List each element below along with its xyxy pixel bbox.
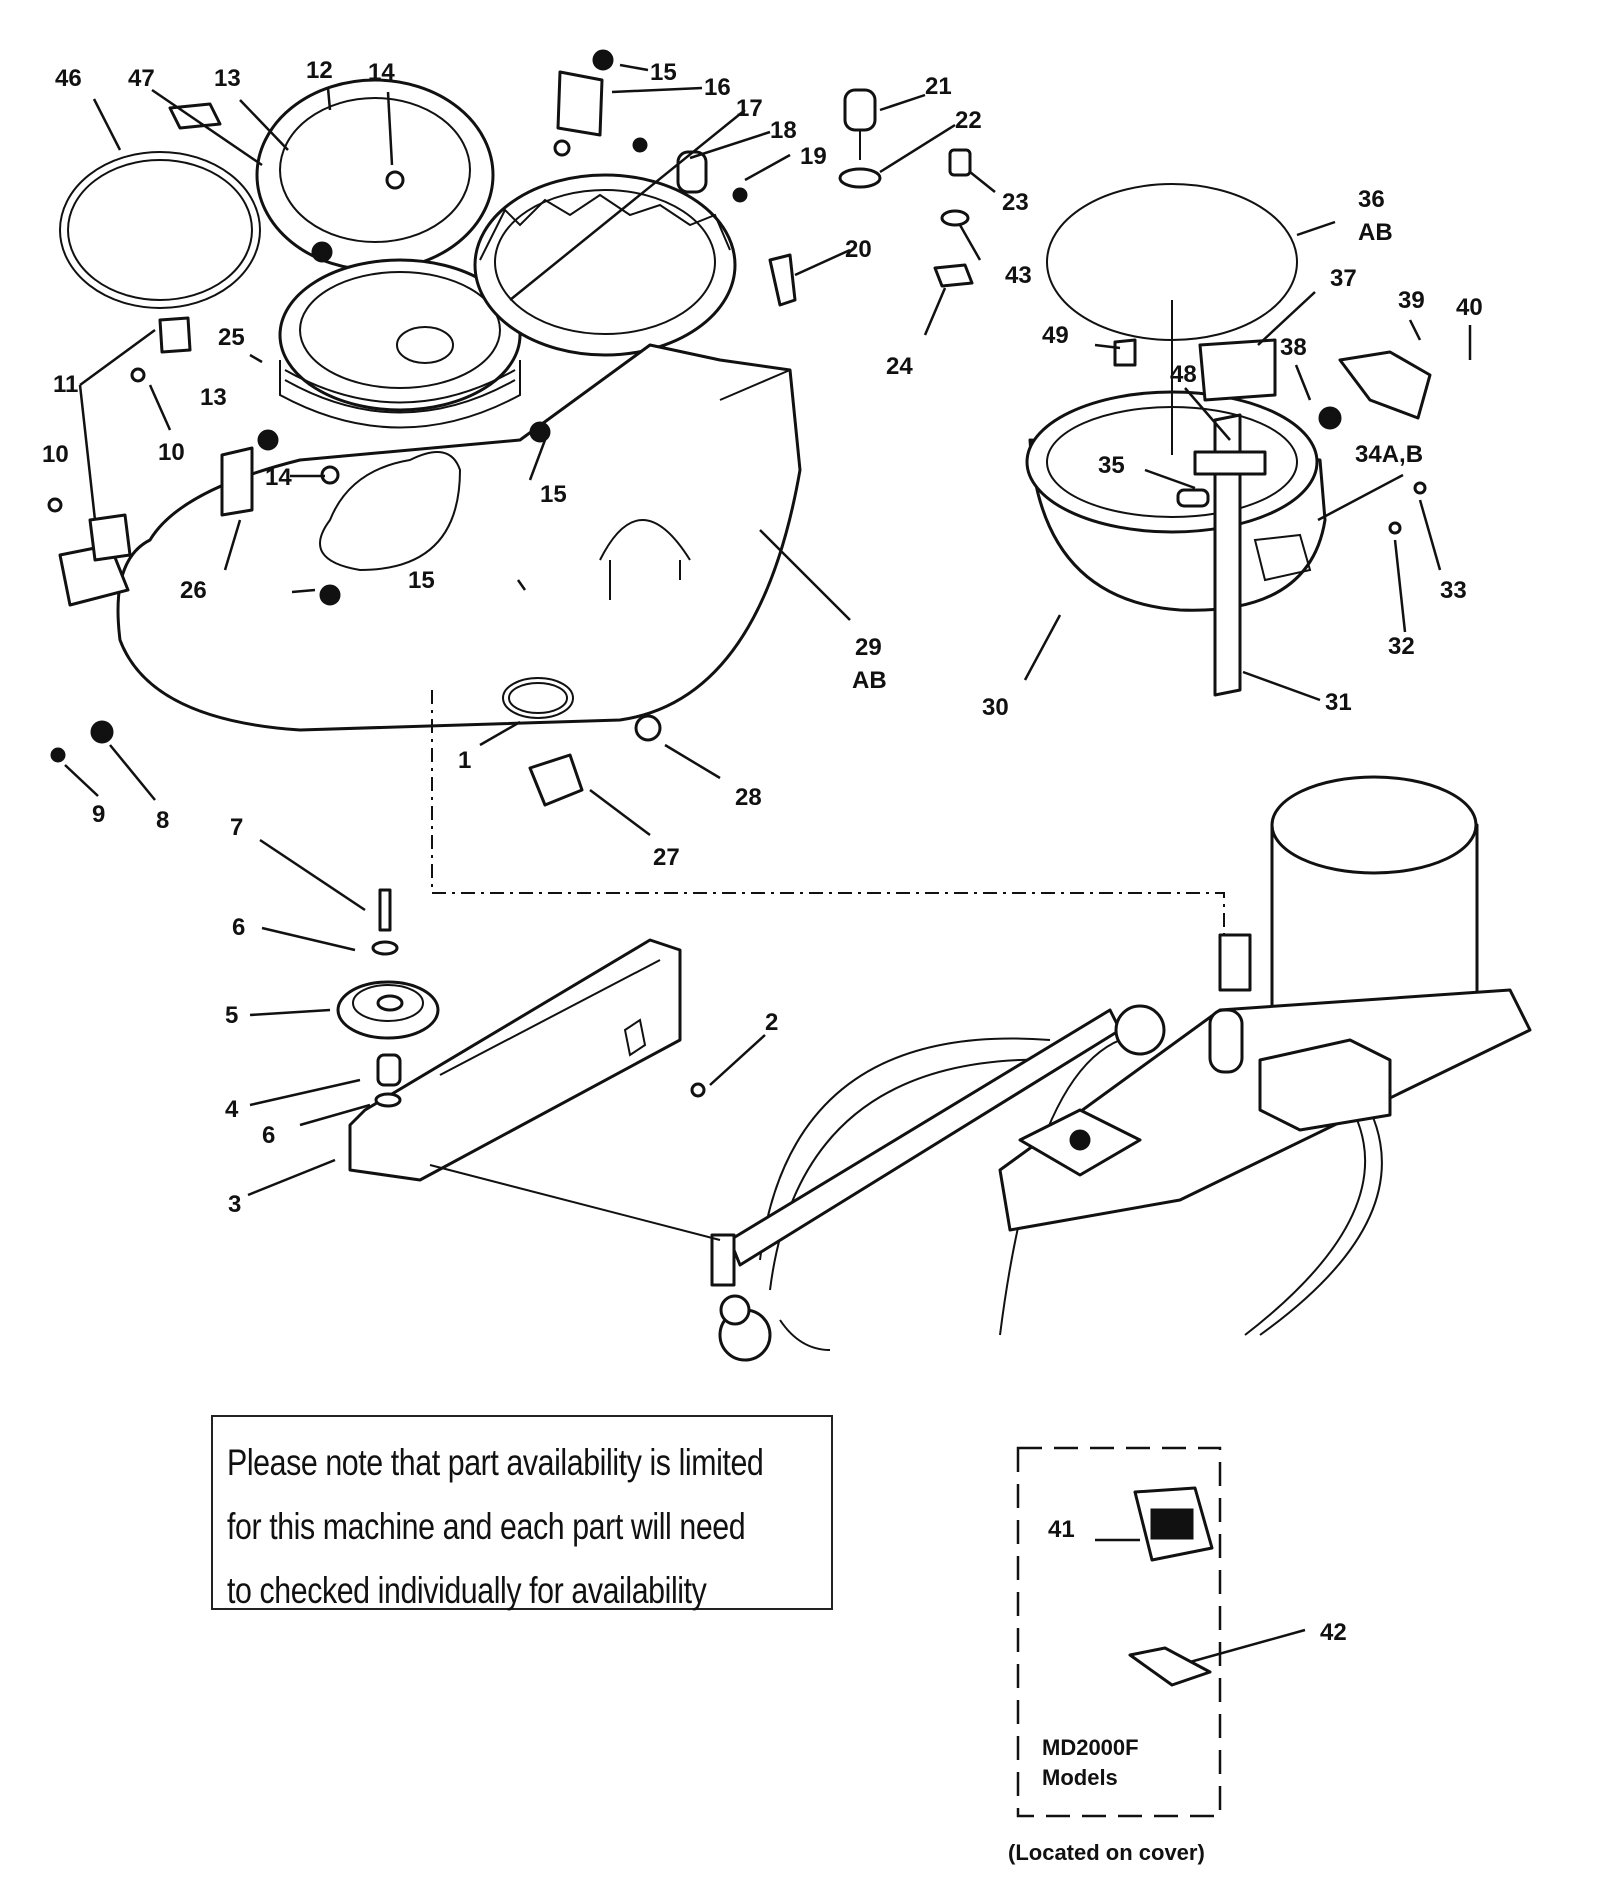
part-labels: 46 47 13 12 14 15 16 17 18 19 21 22 23 2… (42, 57, 1483, 1646)
part-label-12: 12 (306, 57, 333, 84)
part-label-41: 41 (1048, 1516, 1075, 1543)
part-label-9: 9 (92, 801, 105, 828)
part-label-48: 48 (1170, 361, 1197, 388)
part-label-23: 23 (1002, 189, 1029, 216)
inset-model-line2: Models (1042, 1765, 1118, 1790)
note-line-2: for this machine and each part will need (227, 1506, 746, 1547)
part-label-16: 16 (704, 74, 731, 101)
leader-lines (64, 63, 1472, 1664)
inset-model-line1: MD2000F (1042, 1735, 1139, 1760)
part-label-25: 25 (218, 324, 245, 351)
part-label-40: 40 (1456, 294, 1483, 321)
part-label-6: 6 (232, 914, 245, 941)
part-label-36-ab: AB (1358, 219, 1393, 246)
part-label-26: 26 (180, 577, 207, 604)
part-label-13: 13 (214, 65, 241, 92)
note-line-1: Please note that part availability is li… (227, 1442, 764, 1483)
base-assembly (336, 690, 1532, 1362)
part-label-5: 5 (225, 1002, 238, 1029)
motor-cap-assembly (1025, 183, 1432, 697)
part-label-34ab: 34A,B (1355, 441, 1423, 468)
part-label-30: 30 (982, 694, 1009, 721)
part-label-15b: 15 (540, 481, 567, 508)
part-label-13b: 13 (200, 384, 227, 411)
part-label-36: 36 (1358, 186, 1385, 213)
part-label-37: 37 (1330, 265, 1357, 292)
part-label-11: 11 (53, 371, 78, 398)
part-label-14: 14 (368, 59, 395, 86)
part-label-10b: 10 (42, 441, 69, 468)
part-label-27: 27 (653, 844, 680, 871)
part-label-17: 17 (736, 95, 763, 122)
part-label-42: 42 (1320, 1619, 1347, 1646)
part-label-14b: 14 (265, 464, 292, 491)
availability-note: Please note that part availability is li… (211, 1415, 833, 1611)
part-label-33: 33 (1440, 577, 1467, 604)
part-label-15c: 15 (408, 567, 435, 594)
part-label-2: 2 (765, 1009, 778, 1036)
note-line-3: to checked individually for availability (227, 1570, 707, 1611)
part-label-32: 32 (1388, 633, 1415, 660)
part-label-31: 31 (1325, 689, 1352, 716)
md2000f-inset (1016, 1446, 1222, 1818)
part-label-29-ab: AB (852, 667, 887, 694)
part-label-18: 18 (770, 117, 797, 144)
part-label-28: 28 (735, 784, 762, 811)
part-label-8: 8 (156, 807, 169, 834)
part-label-7: 7 (230, 814, 243, 841)
part-label-38: 38 (1280, 334, 1307, 361)
part-label-1: 1 (458, 747, 471, 774)
part-label-49: 49 (1042, 322, 1069, 349)
part-label-19: 19 (800, 143, 827, 170)
part-label-3: 3 (228, 1191, 241, 1218)
part-label-21: 21 (925, 73, 952, 100)
part-label-22: 22 (955, 107, 982, 134)
part-label-29: 29 (855, 634, 882, 661)
part-label-47: 47 (128, 65, 155, 92)
part-label-46: 46 (55, 65, 82, 92)
part-label-43: 43 (1005, 262, 1032, 289)
part-label-6b: 6 (262, 1122, 275, 1149)
part-label-10: 10 (158, 439, 185, 466)
motor-cover-assembly (47, 49, 974, 807)
part-label-4: 4 (225, 1096, 239, 1123)
part-label-39: 39 (1398, 287, 1425, 314)
part-label-35: 35 (1098, 452, 1125, 479)
part-label-24: 24 (886, 353, 913, 380)
inset-location-caption: (Located on cover) (1008, 1840, 1205, 1865)
part-label-15: 15 (650, 59, 677, 86)
part-label-20: 20 (845, 236, 872, 263)
